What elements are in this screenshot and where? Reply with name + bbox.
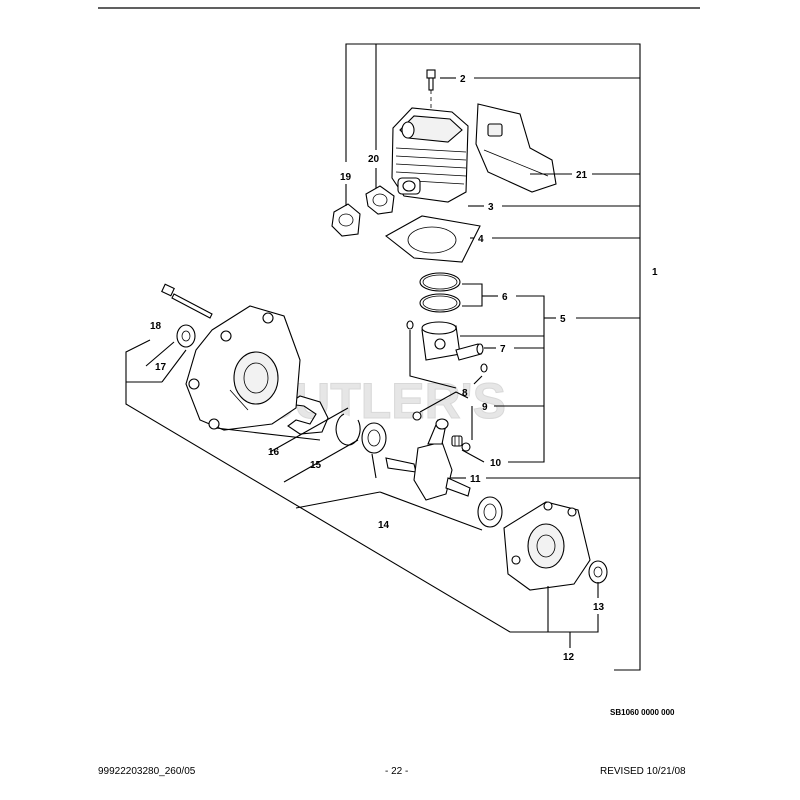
part-washer-9a bbox=[412, 411, 422, 421]
callout-11: 11 bbox=[470, 474, 481, 485]
callout-17: 17 bbox=[155, 362, 167, 373]
callout-19: 19 bbox=[340, 172, 352, 183]
part-crankshaft-11 bbox=[385, 418, 471, 501]
callout-15: 15 bbox=[310, 460, 322, 471]
part-cylinder-3 bbox=[391, 107, 469, 203]
callout-18: 18 bbox=[150, 321, 162, 332]
callout-21: 21 bbox=[576, 170, 588, 181]
part-piston-5 bbox=[421, 321, 461, 361]
callout-5: 5 bbox=[560, 314, 566, 325]
callout-7: 7 bbox=[500, 344, 506, 355]
part-case-bolt-18 bbox=[161, 283, 213, 319]
callout-9: 9 bbox=[482, 402, 488, 413]
part-piston-pin-7 bbox=[455, 343, 484, 361]
part-shield-21 bbox=[475, 103, 557, 193]
part-base-gasket-4 bbox=[385, 215, 481, 263]
part-gasket-20 bbox=[365, 185, 395, 215]
callout-3: 3 bbox=[488, 202, 494, 213]
callout-12: 12 bbox=[563, 652, 575, 663]
part-crankcase-left bbox=[185, 305, 301, 431]
leader-lines bbox=[125, 43, 641, 671]
callout-13: 13 bbox=[593, 602, 605, 613]
footer-revision: REVISED 10/21/08 bbox=[600, 766, 686, 777]
callout-16: 16 bbox=[268, 447, 280, 458]
part-washer-9b bbox=[461, 442, 471, 452]
part-clip-8b bbox=[480, 363, 488, 373]
callout-8: 8 bbox=[462, 388, 468, 399]
part-crankcase-right bbox=[503, 501, 591, 591]
callout-20: 20 bbox=[368, 154, 380, 165]
part-oil-seal-17 bbox=[176, 324, 196, 348]
callout-2: 2 bbox=[460, 74, 466, 85]
part-needle-bearing-10 bbox=[451, 435, 463, 447]
drawing-code: SB1060 0000 000 bbox=[610, 708, 675, 717]
callout-4: 4 bbox=[478, 234, 484, 245]
footer-page-number: - 22 - bbox=[385, 766, 409, 777]
part-insulator-19 bbox=[331, 203, 361, 237]
callout-14: 14 bbox=[378, 520, 390, 531]
part-bearing-14b bbox=[477, 496, 503, 528]
callout-10: 10 bbox=[490, 458, 502, 469]
callout-1: 1 bbox=[652, 267, 658, 278]
footer-document-number: 99922203280_260/05 bbox=[98, 766, 196, 777]
callout-6: 6 bbox=[502, 292, 508, 303]
part-clip-8a bbox=[406, 320, 414, 330]
part-piston-rings-6 bbox=[419, 272, 461, 313]
part-bearing-14a bbox=[361, 422, 387, 454]
part-oil-seal-13 bbox=[588, 560, 608, 584]
part-circlip-15 bbox=[335, 413, 361, 446]
callout-labels: 1 2 3 4 5 6 7 8 9 10 11 12 13 14 15 16 1… bbox=[150, 74, 658, 663]
